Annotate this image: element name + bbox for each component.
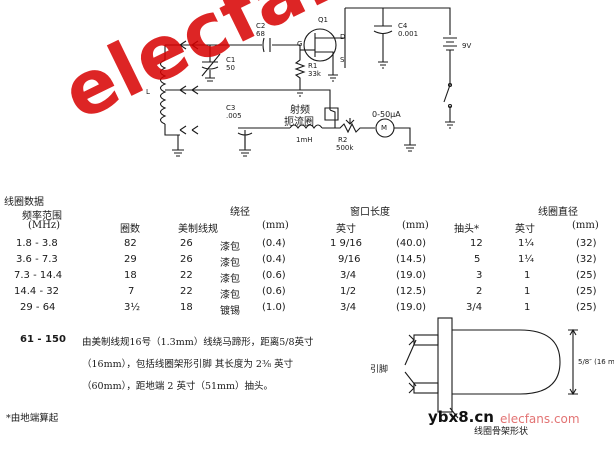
table-cell-turns: 82 — [124, 238, 137, 249]
table-cell-dia-mm: (25) — [576, 286, 597, 297]
meter-range: 0-50μA — [372, 110, 401, 119]
header-winding: 绕径 — [230, 207, 250, 218]
header-window-inch: 英寸 — [336, 224, 356, 235]
header-window: 窗口长度 — [350, 207, 390, 218]
table-cell-turns: 3½ — [124, 302, 141, 313]
c2-value: 68 — [256, 30, 265, 38]
table-cell-mm: (0.4) — [262, 254, 286, 265]
footnote: *由地端算起 — [6, 413, 59, 424]
pin-label: 引脚 — [370, 365, 389, 375]
header-turns: 圈数 — [120, 224, 140, 235]
header-wire-mm: (mm) — [262, 220, 289, 231]
table-cell-gauge: 18 — [180, 302, 193, 313]
table-cell-window: 9/16 — [338, 254, 361, 265]
table-cell-tap: 12 — [470, 238, 483, 249]
table-title: 线圈数据 — [4, 197, 44, 208]
table-cell-wire: 镀锡 — [220, 306, 240, 317]
r1-label: R1 — [308, 62, 318, 70]
table-cell-window-mm: (12.5) — [396, 286, 427, 297]
table-cell-gauge: 26 — [180, 238, 193, 249]
table-cell-window: 3/4 — [340, 302, 357, 313]
watermark-corner: elecfans.com — [500, 412, 580, 426]
note-line-2: （16mm），包括线圈架形引脚 其长度为 2⅜ 英寸 — [82, 359, 294, 370]
table-cell-dia-mm: (32) — [576, 238, 597, 249]
battery-label: 9V — [462, 42, 472, 50]
watermark-site: ybx8.cn — [428, 408, 494, 426]
note-range: 61 - 150 — [20, 334, 66, 345]
header-dia-inch: 英寸 — [515, 224, 535, 235]
table-cell-mm: (0.6) — [262, 286, 286, 297]
gate-label: G — [297, 40, 303, 48]
table-cell-dia: 1 — [524, 286, 531, 297]
c1-label: C1 — [226, 56, 236, 64]
r1-value: 33k — [308, 70, 321, 78]
c4-value: 0.001 — [398, 30, 419, 38]
c3-label: C3 — [226, 104, 236, 112]
header-window-mm: (mm) — [402, 220, 429, 231]
table-cell-dia-mm: (25) — [576, 302, 597, 313]
table-cell-gauge: 22 — [180, 270, 193, 281]
table-cell-gauge: 26 — [180, 254, 193, 265]
table-cell-turns: 7 — [128, 286, 135, 297]
source-label: S — [340, 56, 345, 64]
c2-label: C2 — [256, 22, 266, 30]
table-cell-tap: 5 — [474, 254, 481, 265]
table-cell-dia-mm: (25) — [576, 270, 597, 281]
table-cell-gauge: 22 — [180, 286, 193, 297]
table-cell-freq: 14.4 - 32 — [14, 286, 59, 297]
table-cell-window: 1/2 — [340, 286, 357, 297]
table-cell-wire: 漆包 — [220, 242, 240, 253]
table-cell-window-mm: (19.0) — [396, 270, 427, 281]
r2-label: R2 — [338, 136, 348, 144]
note-line-3: （60mm），距地端 2 英寸（51mm）抽头。 — [82, 381, 274, 392]
table-cell-dia-mm: (32) — [576, 254, 597, 265]
table-cell-mm: (1.0) — [262, 302, 286, 313]
c1-value: 50 — [226, 64, 235, 72]
header-coil-diameter: 线圈直径 — [538, 207, 578, 218]
table-cell-mm: (0.4) — [262, 238, 286, 249]
table-cell-wire: 漆包 — [220, 290, 240, 301]
q1-label: Q1 — [318, 16, 328, 24]
drain-label: D — [340, 33, 346, 41]
header-freq: 频率范围 — [22, 211, 62, 222]
rfc-value: 1mH — [296, 136, 313, 144]
note-line-1: 由美制线规16号（1.3mm）线绕马蹄形，距离5/8英寸 — [82, 337, 314, 348]
meter-label: M — [381, 124, 388, 132]
dimension-label: 5/8″ (16 mm) — [578, 358, 614, 366]
coil-l-label: L — [146, 88, 150, 96]
table-cell-tap: 3 — [476, 270, 483, 281]
table-cell-wire: 漆包 — [220, 274, 240, 285]
r2-value: 500k — [336, 144, 354, 152]
header-dia-mm: (mm) — [572, 220, 599, 231]
table-cell-window: 3/4 — [340, 270, 357, 281]
table-cell-window-mm: (40.0) — [396, 238, 427, 249]
table-cell-freq: 7.3 - 14.4 — [14, 270, 63, 281]
table-cell-freq: 1.8 - 3.8 — [16, 238, 58, 249]
table-cell-tap: 2 — [476, 286, 483, 297]
table-cell-dia: 1 — [524, 270, 531, 281]
header-gauge: 美制线规 — [178, 224, 218, 235]
rfc-label-2: 扼流圈 — [284, 117, 314, 128]
c4-label: C4 — [398, 22, 408, 30]
table-cell-mm: (0.6) — [262, 270, 286, 281]
table-cell-freq: 3.6 - 7.3 — [16, 254, 58, 265]
table-cell-window-mm: (14.5) — [396, 254, 427, 265]
coil-caption: 线圈骨架形状 — [474, 427, 529, 437]
table-cell-dia: 1¼ — [518, 238, 535, 249]
table-cell-dia: 1¼ — [518, 254, 535, 265]
table-cell-turns: 18 — [124, 270, 137, 281]
table-cell-turns: 29 — [124, 254, 137, 265]
rfc-label-1: 射频 — [290, 105, 310, 116]
table-cell-dia: 1 — [524, 302, 531, 313]
table-cell-wire: 漆包 — [220, 258, 240, 269]
header-freq-unit: (MHz) — [28, 220, 61, 231]
table-cell-tap: 3/4 — [466, 302, 483, 313]
table-cell-freq: 29 - 64 — [20, 302, 56, 313]
table-cell-window-mm: (19.0) — [396, 302, 427, 313]
table-cell-window: 1 9/16 — [330, 238, 362, 249]
c3-value: .005 — [226, 112, 242, 120]
header-tap: 抽头* — [454, 224, 479, 235]
